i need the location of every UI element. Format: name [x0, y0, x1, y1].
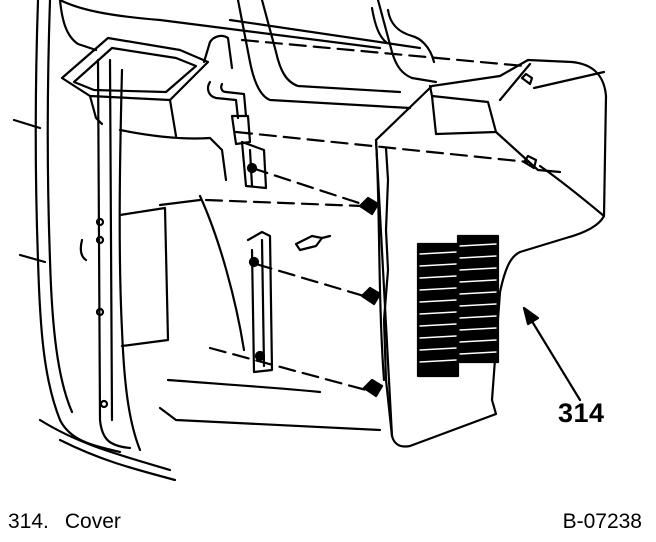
alignment-lines — [204, 38, 530, 392]
legend-label: Cover — [64, 510, 121, 533]
top-duct-tray — [58, 0, 438, 146]
legend: 314. Cover — [8, 510, 121, 534]
figure-id: B-07238 — [562, 510, 642, 533]
cover-314 — [358, 58, 608, 448]
callout-314: 314 — [558, 398, 605, 428]
legend-number: 314. — [8, 510, 49, 533]
upper-bracket — [240, 140, 268, 190]
body-frame — [12, 0, 202, 482]
cover-grille-right — [456, 234, 500, 364]
vertical-bracket — [246, 230, 332, 374]
inner-panel — [118, 128, 382, 432]
callout-arrow — [522, 306, 582, 402]
